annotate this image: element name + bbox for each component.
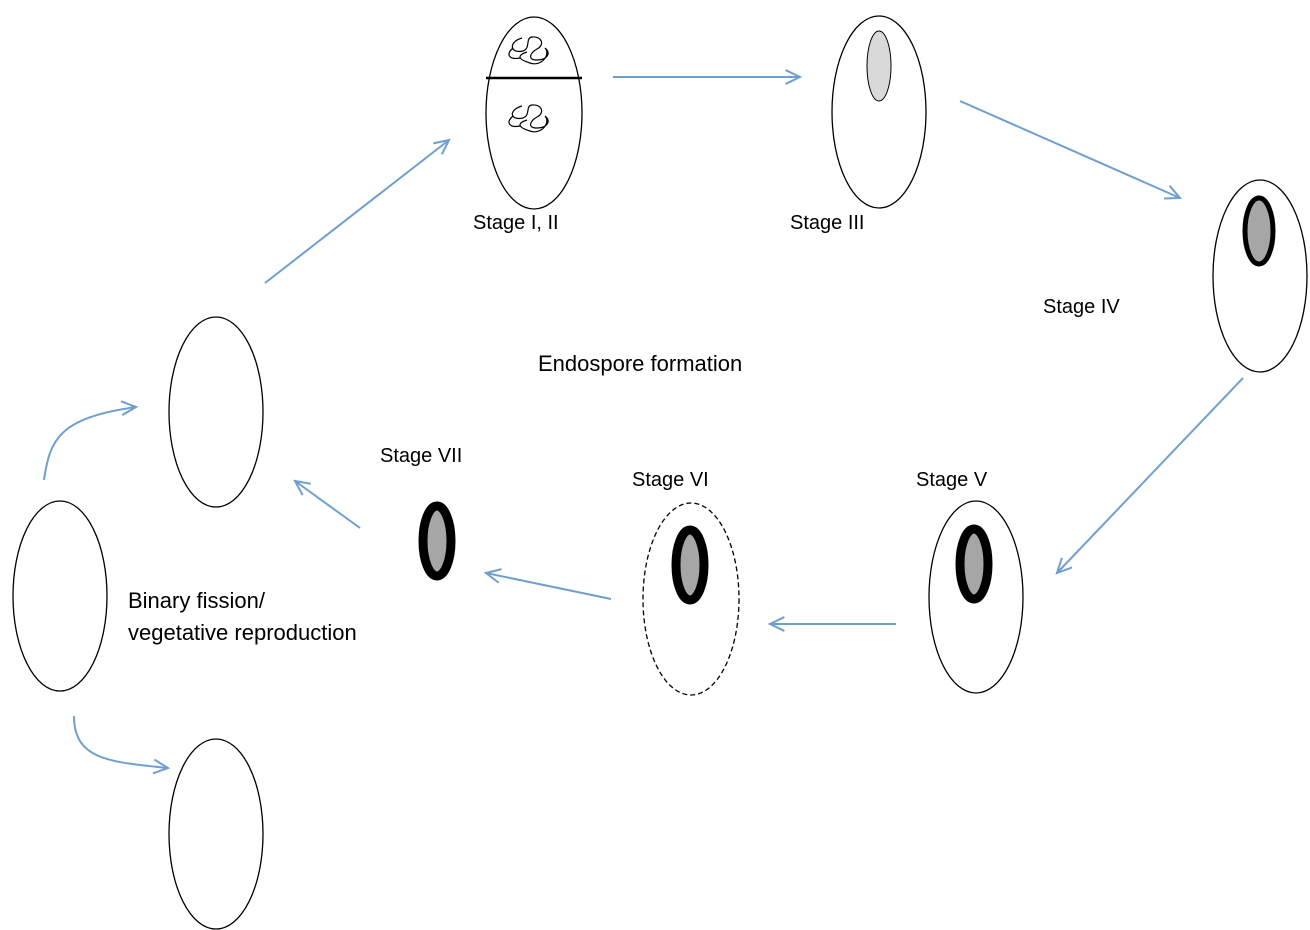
spore-cortex	[1242, 195, 1276, 267]
stage-4-cell	[1212, 179, 1308, 373]
stage-3-cell	[831, 15, 927, 209]
endospore-formation-title: Endospore formation	[538, 351, 742, 376]
arrow-to-stage-5-head	[1055, 557, 1073, 575]
stage-1-2-label: Stage I, II	[473, 212, 559, 234]
arrow-to-stage-4	[959, 100, 1181, 199]
arrow-germination-head	[293, 479, 311, 496]
chromosome-bottom	[508, 104, 549, 133]
binary-fission-label-line2: vegetative reproduction	[128, 620, 357, 645]
arrow-to-stage-7-head	[483, 568, 502, 584]
stage-7-label: Stage VII	[380, 445, 462, 467]
arrow-fission-top-head	[120, 400, 139, 416]
chromosome-top	[508, 36, 549, 65]
mother-cell-fission	[12, 500, 108, 692]
stage-5-cell	[928, 500, 1024, 694]
arrow-fission-bottom	[73, 715, 169, 769]
arrows-layer	[43, 69, 1244, 775]
stage-6-cell	[642, 502, 740, 696]
forespore	[866, 30, 892, 102]
arrow-to-stage-1-2-head	[433, 138, 451, 155]
arrow-to-stage-3-head	[785, 69, 803, 85]
stage-1-2-cell	[485, 16, 583, 210]
arrow-to-stage-7	[485, 572, 612, 600]
arrow-germination	[294, 480, 361, 529]
arrow-fission-bottom-head	[152, 758, 171, 775]
binary-fission-label-line1: Binary fission/	[128, 588, 266, 613]
vegetative-cell-bottom	[168, 738, 264, 930]
arrow-to-stage-6-head	[767, 616, 785, 632]
arrow-to-stage-4-head	[1163, 185, 1183, 200]
arrow-fission-top	[43, 406, 137, 481]
stage-4-label: Stage IV	[1043, 296, 1120, 318]
vegetative-cell-top	[168, 316, 264, 508]
stage-5-label: Stage V	[916, 469, 988, 491]
spore-coat	[955, 524, 993, 604]
arrow-to-stage-5	[1056, 377, 1244, 574]
free-endospore	[418, 501, 456, 581]
arrow-to-stage-1-2	[264, 139, 450, 284]
mature-spore-in-cell	[671, 525, 709, 605]
stage-3-label: Stage III	[790, 212, 865, 234]
stage-6-label: Stage VI	[632, 469, 709, 491]
